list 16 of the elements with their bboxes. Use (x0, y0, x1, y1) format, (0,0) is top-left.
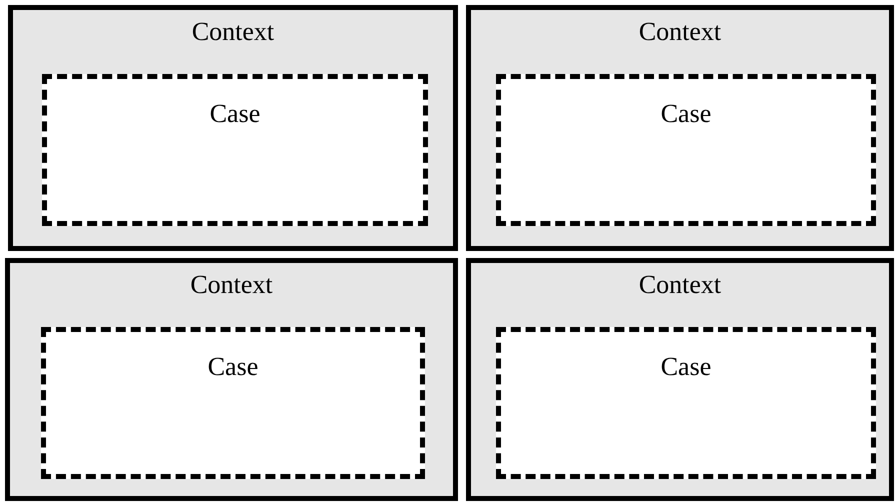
box-heading: Case (660, 352, 712, 382)
case-box (41, 327, 425, 479)
box-heading: Context (638, 17, 722, 47)
case-box (42, 74, 428, 226)
context-panel (466, 258, 894, 501)
box-heading: Context (190, 270, 273, 300)
box-heading: Context (192, 17, 274, 47)
box-heading: Case (660, 99, 712, 129)
box-heading: Case (210, 99, 260, 129)
case-box (496, 74, 876, 226)
context-panel (8, 5, 458, 251)
context-panel (466, 5, 894, 251)
box-heading: Case (208, 352, 258, 382)
context-panel (5, 258, 458, 501)
box-heading: Context (638, 270, 722, 300)
case-box (496, 327, 876, 479)
